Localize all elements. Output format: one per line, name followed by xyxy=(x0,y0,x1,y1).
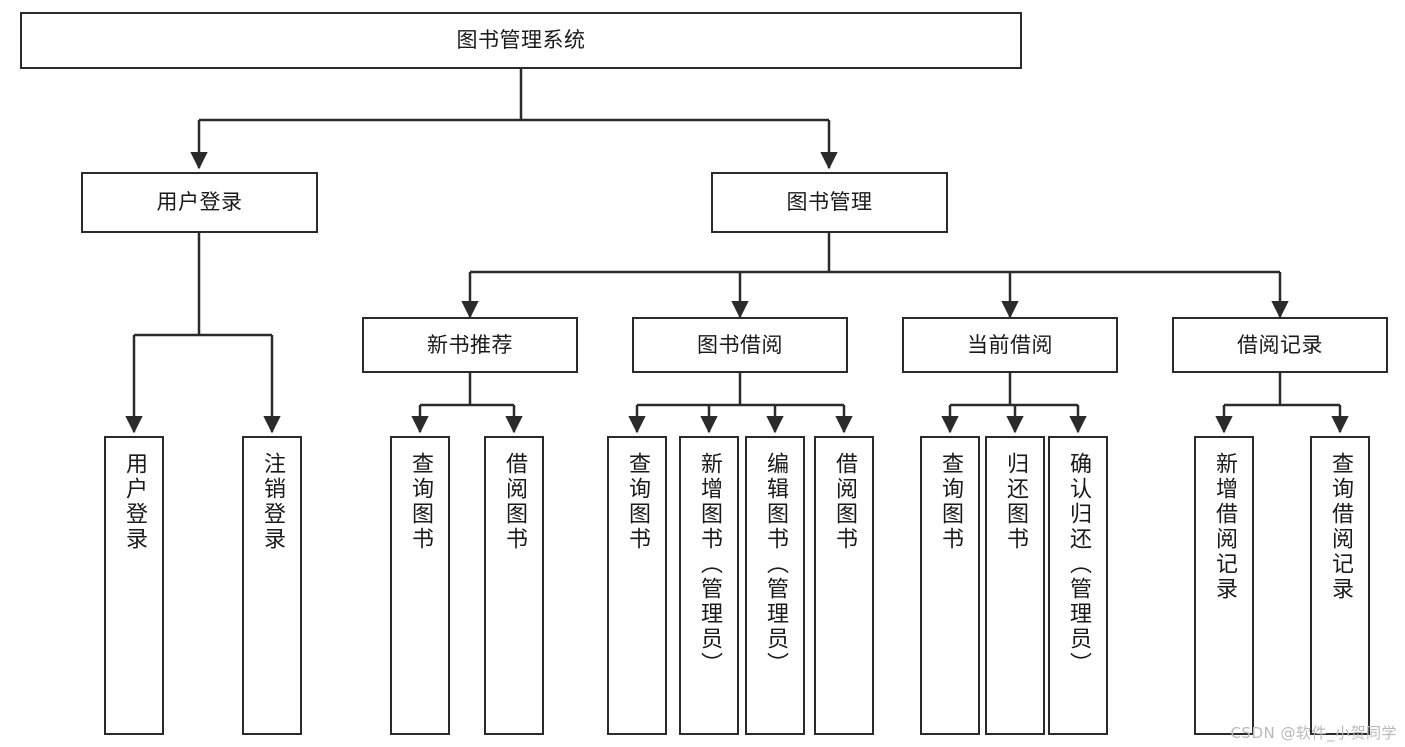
node-label: 查询图书 xyxy=(938,452,963,552)
leaf-new-book-query[interactable]: 查询图书 xyxy=(390,436,450,735)
node-label: 用户登录 xyxy=(122,452,147,552)
node-borrow-record[interactable]: 借阅记录 xyxy=(1172,317,1388,373)
node-label: 图书管理 xyxy=(786,190,873,215)
node-label: 当前借阅 xyxy=(967,332,1053,357)
node-label: 图书借阅 xyxy=(697,332,783,357)
node-book-borrow[interactable]: 图书借阅 xyxy=(632,317,848,373)
leaf-borrow-edit-book[interactable]: 编辑图书（管理员） xyxy=(745,436,805,735)
leaf-borrow-borrow-book[interactable]: 借阅图书 xyxy=(814,436,874,735)
node-label: 确认归还（管理员） xyxy=(1066,452,1091,677)
leaf-new-book-borrow[interactable]: 借阅图书 xyxy=(484,436,544,735)
node-label: 编辑图书（管理员） xyxy=(763,452,788,677)
leaf-record-add[interactable]: 新增借阅记录 xyxy=(1194,436,1254,735)
node-label: 用户登录 xyxy=(156,190,243,215)
leaf-user-login-logout[interactable]: 注销登录 xyxy=(242,436,302,735)
node-label: 新书推荐 xyxy=(427,332,513,357)
node-label: 借阅记录 xyxy=(1237,332,1323,357)
node-label: 查询借阅记录 xyxy=(1328,452,1353,602)
leaf-borrow-query-book[interactable]: 查询图书 xyxy=(607,436,667,735)
node-user-login[interactable]: 用户登录 xyxy=(81,172,318,233)
node-label: 图书管理系统 xyxy=(456,28,586,53)
leaf-record-query[interactable]: 查询借阅记录 xyxy=(1310,436,1370,735)
node-label: 新增借阅记录 xyxy=(1212,452,1237,602)
leaf-borrow-add-book[interactable]: 新增图书（管理员） xyxy=(679,436,739,735)
node-label: 注销登录 xyxy=(260,452,285,552)
leaf-user-login-login[interactable]: 用户登录 xyxy=(104,436,164,735)
node-label: 借阅图书 xyxy=(832,452,857,552)
leaf-current-query-book[interactable]: 查询图书 xyxy=(920,436,980,735)
node-label: 归还图书 xyxy=(1003,452,1028,552)
node-new-book-recommend[interactable]: 新书推荐 xyxy=(362,317,578,373)
node-label: 查询图书 xyxy=(408,452,433,552)
node-book-management[interactable]: 图书管理 xyxy=(711,172,948,233)
node-root-system[interactable]: 图书管理系统 xyxy=(20,12,1022,69)
node-label: 借阅图书 xyxy=(502,452,527,552)
watermark-text: CSDN @软件_小贺同学 xyxy=(1230,724,1397,742)
node-label: 新增图书（管理员） xyxy=(697,452,722,677)
node-label: 查询图书 xyxy=(625,452,650,552)
leaf-current-return-book[interactable]: 归还图书 xyxy=(985,436,1045,735)
node-current-borrow[interactable]: 当前借阅 xyxy=(902,317,1118,373)
leaf-current-confirm-return[interactable]: 确认归还（管理员） xyxy=(1048,436,1108,735)
